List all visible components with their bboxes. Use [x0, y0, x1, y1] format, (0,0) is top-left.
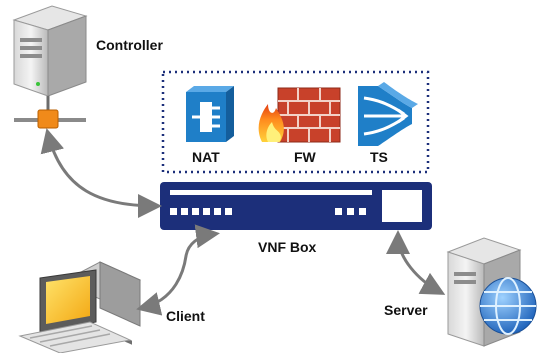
controller-to-vnf-arrow	[40, 128, 162, 218]
firewall-icon	[258, 87, 341, 143]
nat-label: NAT	[192, 149, 220, 165]
vnf-box-ports	[170, 208, 366, 215]
client-computer-icon	[18, 261, 142, 353]
vnf-functions-panel	[161, 70, 430, 174]
ts-label: TS	[370, 149, 388, 165]
server-globe-icon	[446, 237, 537, 347]
client-to-vnf-arrow	[136, 224, 220, 316]
nat-icon	[186, 86, 234, 142]
fw-label: FW	[294, 149, 316, 165]
vnf-box-device	[160, 182, 432, 230]
client-label: Client	[166, 308, 205, 324]
controller-label: Controller	[96, 37, 163, 53]
traffic-shaper-icon	[358, 82, 418, 146]
server-label: Server	[384, 302, 428, 318]
controller-server-icon	[12, 5, 88, 129]
server-to-vnf-arrow	[386, 230, 446, 295]
vnf-box-label: VNF Box	[258, 239, 317, 255]
